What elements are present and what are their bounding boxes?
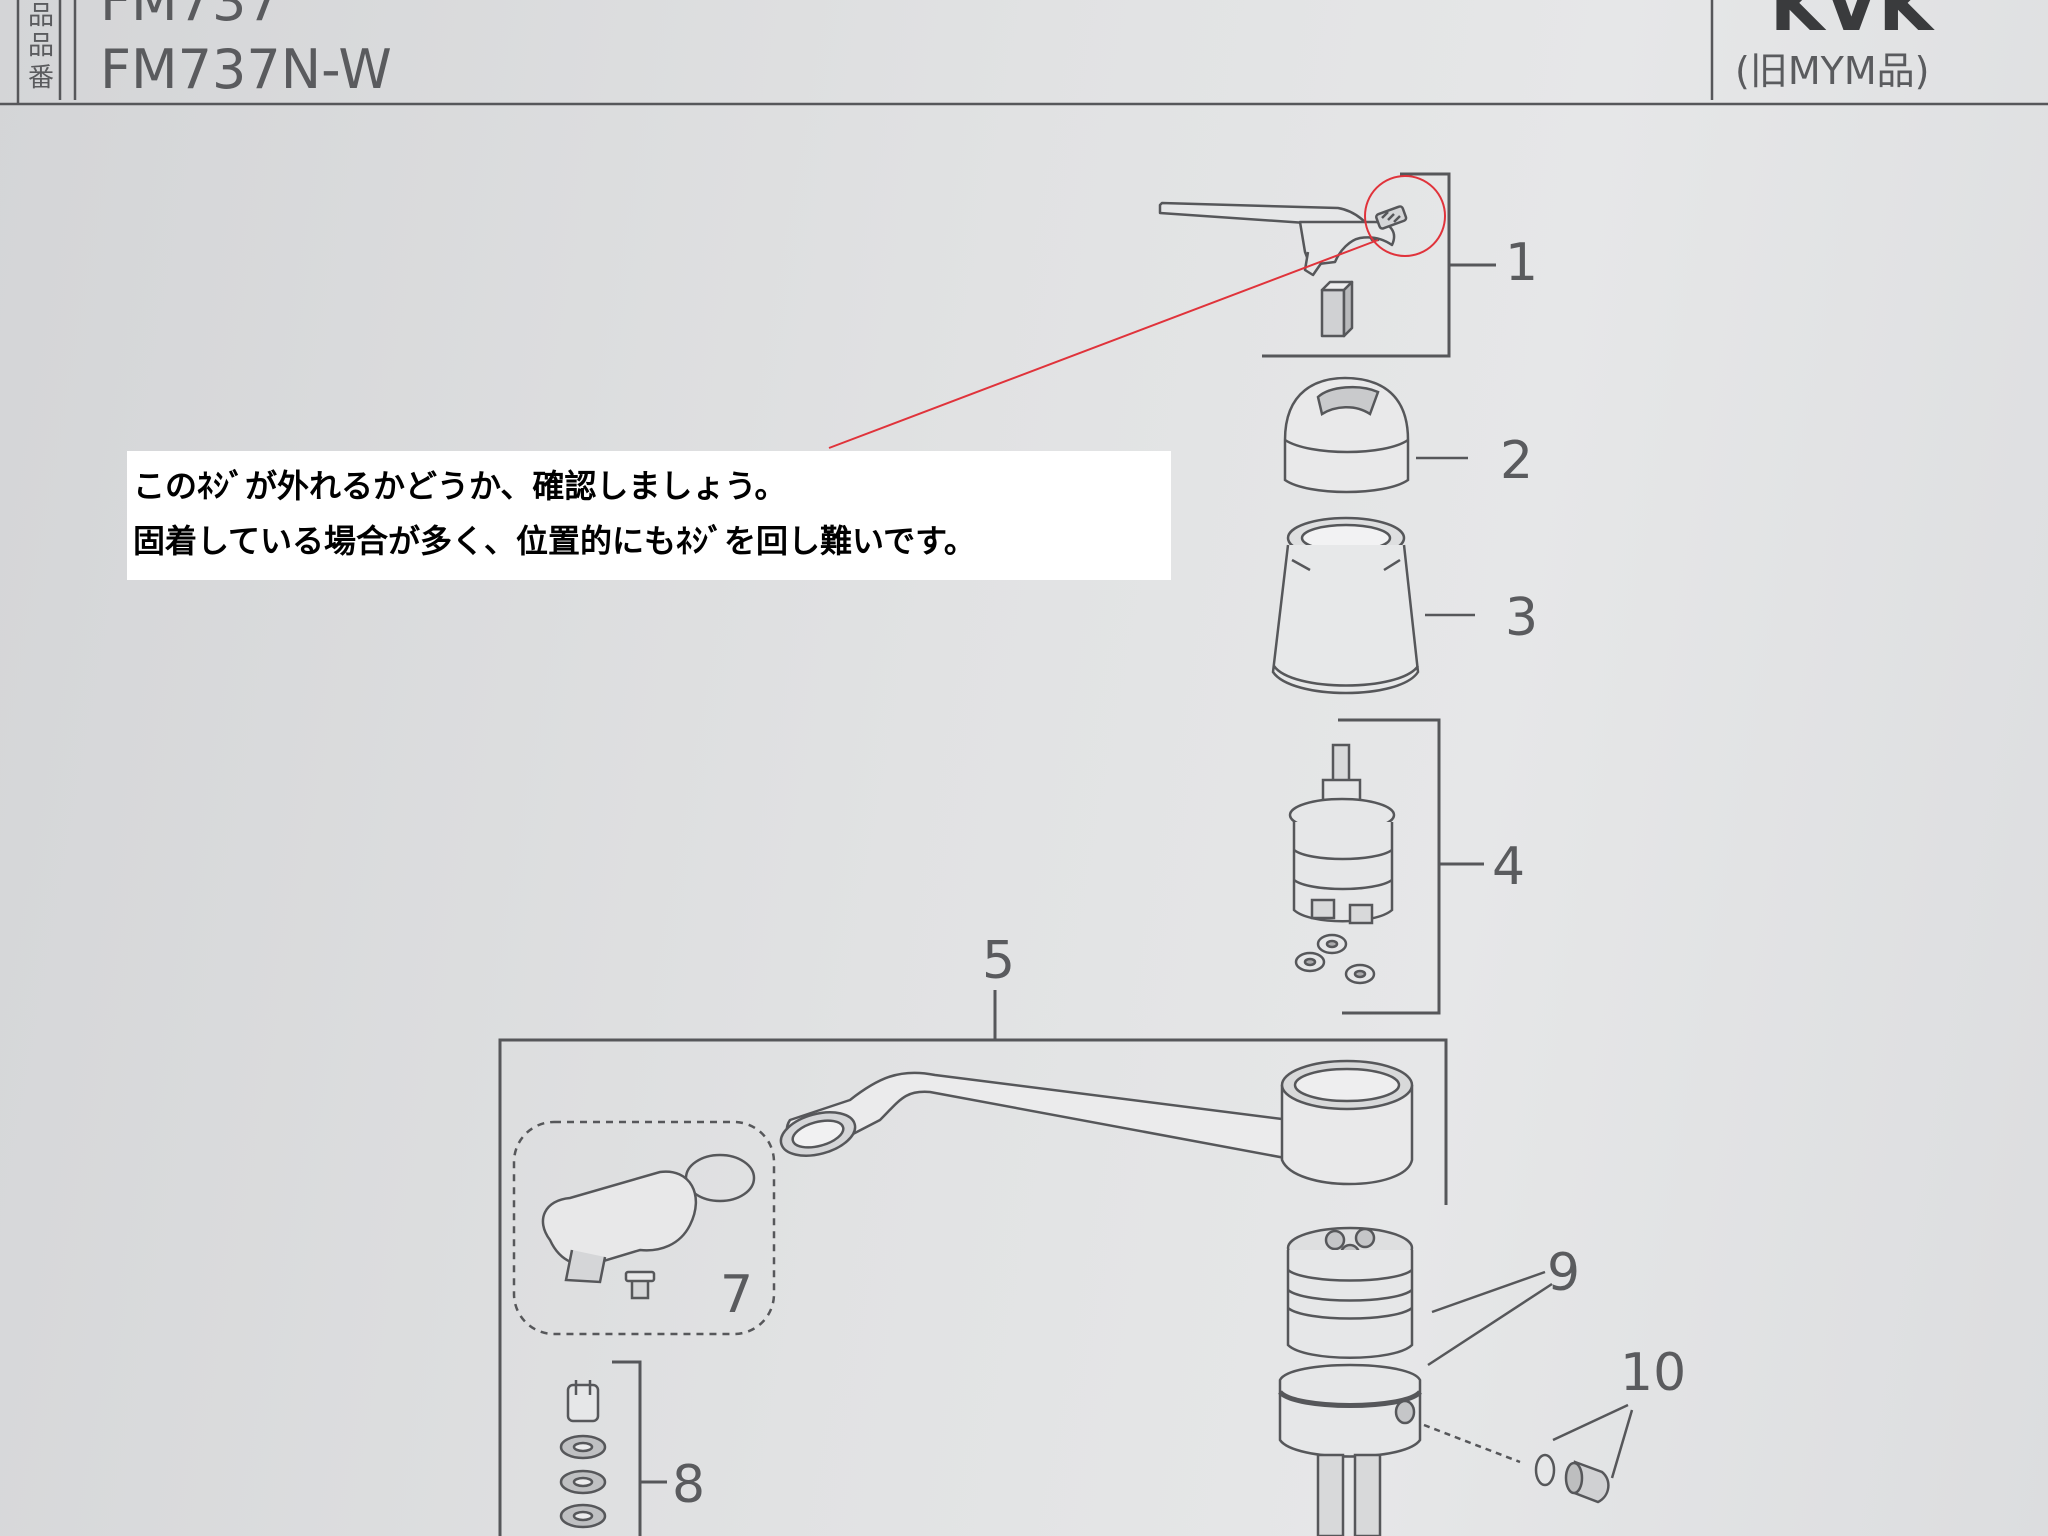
part-2-cap (1283, 376, 1468, 494)
part-number-2: 2 (1500, 431, 1533, 491)
part-10-plug (1423, 1403, 1634, 1504)
part-number-5: 5 (982, 931, 1015, 991)
set-screw-icon (1375, 205, 1408, 230)
part-8-filter-washers (559, 1380, 607, 1529)
part-1-bracket (1262, 172, 1496, 358)
part-number-10: 10 (1620, 1343, 1686, 1403)
part-number-9: 9 (1547, 1243, 1580, 1303)
part-4-cartridge (1288, 743, 1396, 985)
part-1-lever-handle (1158, 201, 1408, 338)
header-bar (0, 0, 2048, 106)
label-char-1: 品 (28, 1, 54, 31)
part-number-3: 3 (1505, 588, 1538, 648)
annotation-pointer (828, 175, 1446, 449)
brand-subtitle: (旧MYM品) (1735, 49, 1929, 93)
label-char-3: 番 (28, 63, 54, 93)
note-line-2: 固着している場合が多く、位置的にもﾈｼﾞを回し難いです。 (133, 522, 976, 560)
part-4-bracket (1338, 718, 1484, 1015)
part-3-cover (1271, 516, 1475, 695)
part-number-7: 7 (720, 1265, 753, 1325)
part-number-1: 1 (1505, 233, 1538, 293)
note-line-1: このﾈｼﾞが外れるかどうか、確認しましょう。 (133, 467, 787, 505)
annotation-note: このﾈｼﾞが外れるかどうか、確認しましょう。 固着している場合が多く、位置的にも… (127, 451, 1171, 580)
brand-logo: KVK (1770, 0, 1935, 47)
part-5-bracket (498, 990, 1448, 1536)
part-number-8: 8 (672, 1455, 705, 1515)
part-7-aerator-group (512, 1120, 776, 1336)
part-9-base-body (1278, 1226, 1422, 1536)
model-number-top: FM737 (100, 0, 281, 33)
part-8-bracket (612, 1360, 667, 1536)
part-number-4: 4 (1492, 837, 1525, 897)
label-char-2: 品 (28, 31, 54, 61)
part-5-spout (779, 1059, 1414, 1186)
part-9-leader (1427, 1270, 1553, 1367)
model-number: FM737N-W (100, 38, 392, 101)
handle-insert-block (1320, 280, 1354, 338)
